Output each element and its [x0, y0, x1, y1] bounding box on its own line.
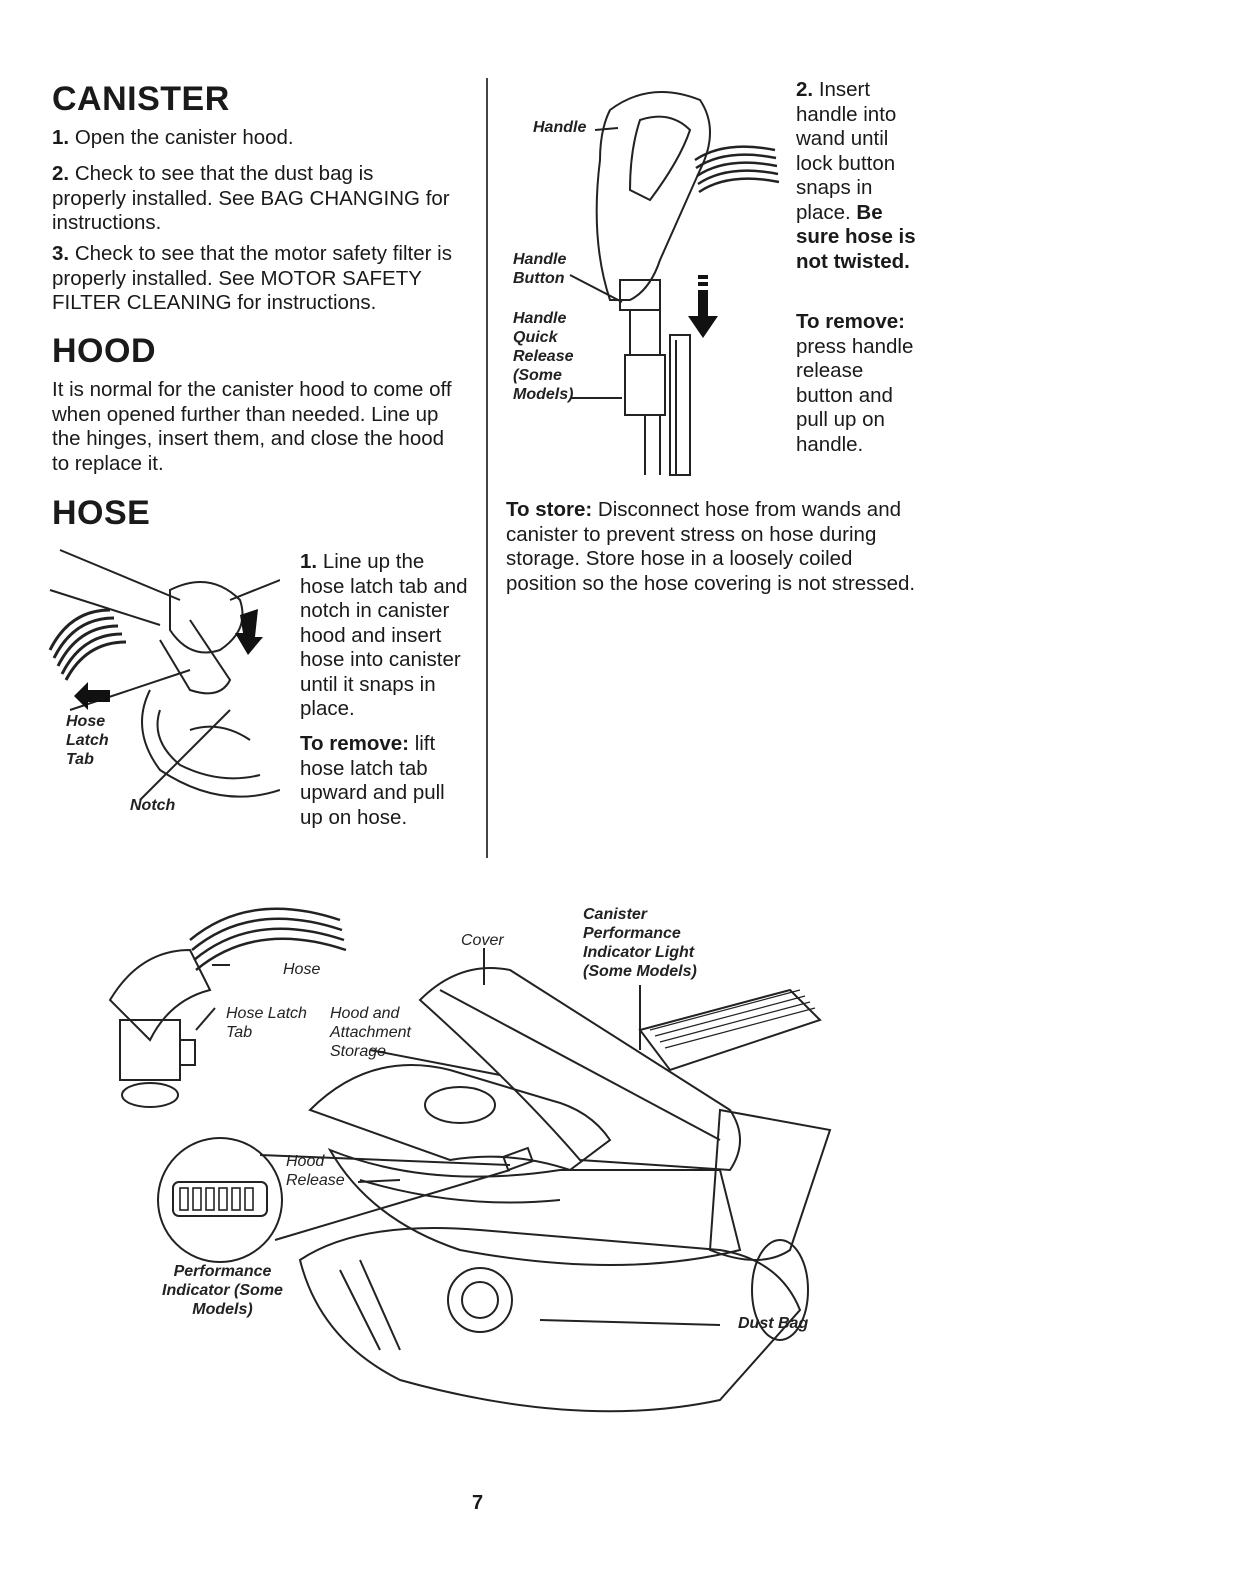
- diagram-dust-bag-label: Dust Bag: [738, 1315, 809, 1332]
- diagram-hose-latch-tab-label: Hose Latch Tab: [226, 1005, 307, 1041]
- canister-step-1: 1. Open the canister hood.: [52, 126, 294, 149]
- canister-step-2: 2. Check to see that the dust bag is pro…: [52, 162, 450, 234]
- page-number: 7: [472, 1492, 484, 1514]
- notch-label: Notch: [130, 797, 176, 814]
- handle-label: Handle: [533, 119, 587, 136]
- hose-latch-tab-label: Hose Latch Tab: [66, 713, 109, 768]
- canister-diagram: [108, 907, 832, 1413]
- hood-heading: HOOD: [52, 332, 156, 370]
- diagram-canister-light-label: Canister Performance Indicator Light (So…: [583, 906, 697, 980]
- canister-step-3: 3. Check to see that the motor safety fi…: [52, 242, 452, 314]
- store-paragraph: To store: Disconnect hose from wands and…: [506, 498, 916, 595]
- diagram-performance-indicator-label: Performance Indicator (Some Models): [162, 1263, 283, 1318]
- diagram-hood-release-label: Hood Release: [286, 1153, 345, 1189]
- diagram-hood-storage-label: Hood and Attachment Storage: [330, 1005, 411, 1060]
- hood-text: It is normal for the canister hood to co…: [52, 378, 452, 475]
- handle-quick-release-label: Handle Quick Release (Some Models): [513, 310, 574, 403]
- hose-insert-illustration: [48, 549, 280, 801]
- hose-heading: HOSE: [52, 494, 151, 532]
- handle-remove: To remove: press handle release button a…: [796, 310, 914, 456]
- diagram-cover-label: Cover: [461, 932, 504, 949]
- hose-remove: To remove: lift hose latch tab upward an…: [300, 732, 445, 829]
- column-divider: [486, 78, 488, 858]
- canister-heading: CANISTER: [52, 80, 230, 118]
- hose-step-1: 1. Line up the hose latch tab and notch …: [300, 550, 468, 720]
- handle-step-2: 2. Insert handle into wand until lock bu…: [796, 78, 916, 273]
- handle-button-label: Handle Button: [513, 251, 567, 287]
- diagram-hose-label: Hose: [283, 961, 321, 978]
- handle-wand-illustration: [569, 91, 780, 476]
